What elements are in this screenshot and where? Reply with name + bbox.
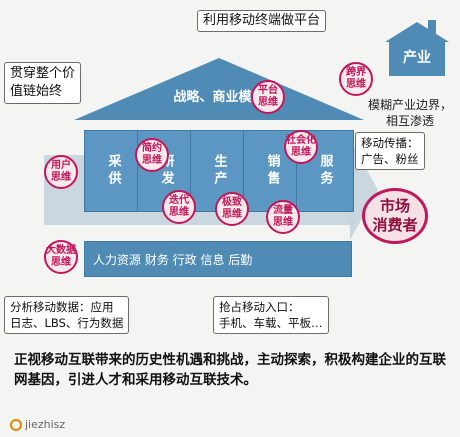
badge-user-thinking: 用户思维 [44, 155, 78, 189]
callout-data-analysis: 分析移动数据：应用日志、LBS、行为数据 [4, 296, 130, 334]
pillar-procurement: 采供 [84, 130, 142, 212]
callout-platform: 利用移动终端做平台 [197, 10, 327, 32]
logo-icon [10, 418, 22, 431]
market-consumer-circle: 市场消费者 [362, 188, 428, 244]
roof-label: 战略、商业模式 [173, 90, 265, 105]
callout-mobile-spread: 移动传播：广告、粉丝 [355, 132, 425, 170]
badge-bigdata-thinking: 大数据思维 [44, 240, 78, 274]
callout-value-chain: 贯穿整个价值链始终 [4, 62, 82, 104]
support-functions-bar: 人力资源 财务 行政 信息 后勤 [84, 241, 352, 277]
summary-text: 正视移动互联带来的历史性机遇和挑战，主动探索，积极构建企业的互联网基因，引进人才… [14, 352, 446, 388]
badge-crossover-thinking: 跨界思维 [339, 62, 373, 96]
callout-mobile-entry: 抢占移动入口：手机、车载、平板… [213, 296, 329, 334]
badge-traffic-thinking: 流量思维 [266, 200, 300, 234]
badge-simple-thinking: 简约思维 [135, 138, 169, 172]
industry-roof [385, 22, 449, 42]
industry-icon: 产业 [389, 40, 445, 76]
brand-logo: jiezhisz [10, 418, 65, 431]
badge-social-thinking: 社会化思维 [284, 130, 318, 164]
badge-iterate-thinking: 迭代思维 [162, 190, 196, 224]
badge-extreme-thinking: 极致思维 [215, 192, 249, 226]
badge-platform-thinking: 平台思维 [251, 80, 285, 114]
industry-chimney [428, 20, 436, 34]
callout-blur-boundary: 模糊产业边界，相互渗透 [368, 98, 453, 128]
